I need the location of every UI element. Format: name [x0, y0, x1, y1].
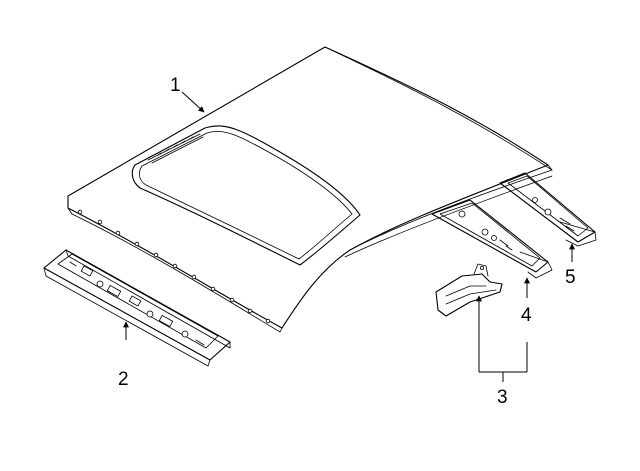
roof-panel	[67, 46, 553, 333]
leader-1	[181, 91, 205, 113]
front-roof-header	[43, 249, 231, 367]
roof-rail-bracket	[435, 263, 503, 317]
sunroof-rib-marks	[157, 136, 194, 156]
leader-lines	[123, 91, 575, 382]
callout-3: 3	[497, 387, 508, 408]
roof-side-rail-inner	[431, 199, 553, 279]
callout-4: 4	[521, 305, 532, 326]
callout-2: 2	[118, 369, 129, 390]
header-stamped-features	[69, 261, 205, 346]
callout-5: 5	[565, 267, 576, 288]
callout-1: 1	[170, 75, 181, 96]
roof-mount-holes	[77, 209, 271, 324]
